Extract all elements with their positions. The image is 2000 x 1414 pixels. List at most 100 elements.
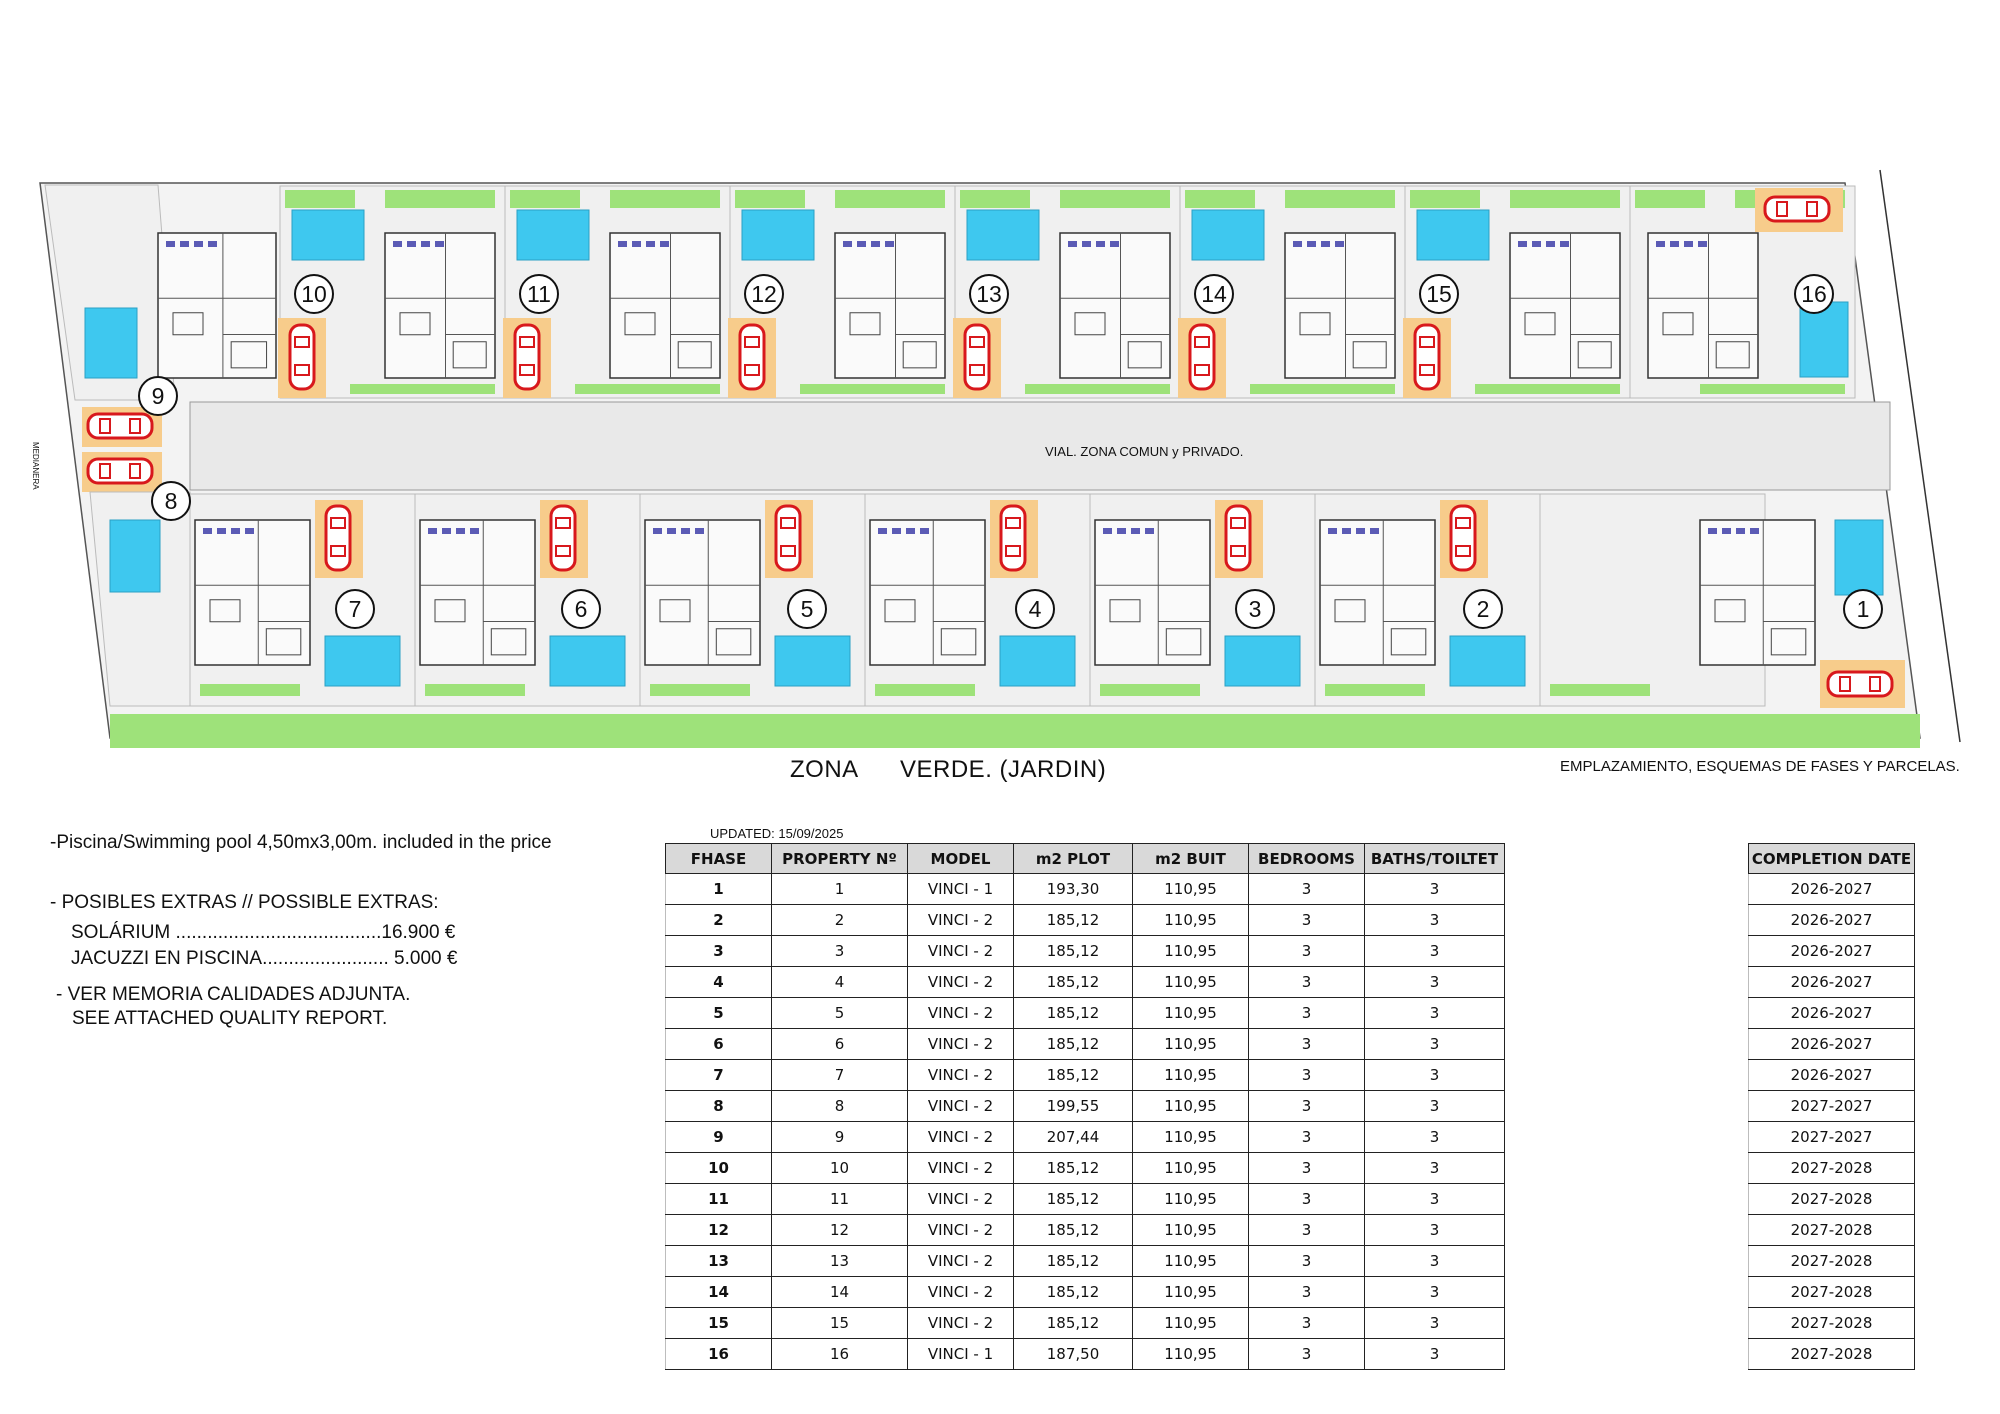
cell-model: VINCI - 2 bbox=[907, 935, 1014, 967]
column-header: BEDROOMS bbox=[1248, 843, 1365, 874]
cell-plot: 185,12 bbox=[1013, 1183, 1133, 1215]
cell-model: VINCI - 2 bbox=[907, 904, 1014, 936]
cell-completion-date: 2027-2028 bbox=[1748, 1338, 1915, 1370]
pool bbox=[999, 635, 1076, 687]
house-floorplan bbox=[194, 519, 311, 666]
car-icon bbox=[324, 504, 352, 572]
cell-built: 110,95 bbox=[1132, 966, 1249, 998]
table-row: 2027-2028 bbox=[1748, 1307, 1915, 1339]
garden-strip bbox=[835, 190, 945, 208]
cell-model: VINCI - 2 bbox=[907, 1214, 1014, 1246]
plot-number: 14 bbox=[1194, 274, 1234, 314]
cell-bedrooms: 3 bbox=[1248, 873, 1365, 905]
house-floorplan bbox=[157, 232, 277, 379]
column-header: BATHS/TOILTET bbox=[1364, 843, 1505, 874]
pool bbox=[1224, 635, 1301, 687]
cell-plot: 185,12 bbox=[1013, 1152, 1133, 1184]
plot-number: 7 bbox=[335, 589, 375, 629]
quality-note: - VER MEMORIA CALIDADES ADJUNTA. bbox=[56, 984, 411, 1005]
cell-completion-date: 2026-2027 bbox=[1748, 935, 1915, 967]
cell-phase: 7 bbox=[665, 1059, 772, 1091]
cell-completion-date: 2026-2027 bbox=[1748, 1028, 1915, 1060]
plot-number: 8 bbox=[151, 481, 191, 521]
table-row: 2027-2028 bbox=[1748, 1152, 1915, 1184]
road-label: VIAL. ZONA COMUN y PRIVADO. bbox=[1045, 444, 1244, 459]
table-row: 2027-2028 bbox=[1748, 1183, 1915, 1215]
plot-number: 2 bbox=[1463, 589, 1503, 629]
updated-date: UPDATED: 15/09/2025 bbox=[710, 826, 844, 841]
cell-property: 15 bbox=[771, 1307, 908, 1339]
cell-plot: 187,50 bbox=[1013, 1338, 1133, 1370]
plot-number: 11 bbox=[519, 274, 559, 314]
green-zone-label-rest: VERDE. (JARDIN) bbox=[900, 756, 1107, 783]
cell-completion-date: 2026-2027 bbox=[1748, 966, 1915, 998]
plot-number: 4 bbox=[1015, 589, 1055, 629]
cell-plot: 185,12 bbox=[1013, 904, 1133, 936]
garden-strip bbox=[1250, 384, 1395, 394]
cell-property: 14 bbox=[771, 1276, 908, 1308]
cell-bedrooms: 3 bbox=[1248, 1059, 1365, 1091]
house-floorplan bbox=[609, 232, 721, 379]
cell-property: 1 bbox=[771, 873, 908, 905]
cell-phase: 6 bbox=[665, 1028, 772, 1060]
cell-plot: 185,12 bbox=[1013, 1276, 1133, 1308]
pool bbox=[1191, 209, 1265, 261]
plot-number: 13 bbox=[969, 274, 1009, 314]
house-floorplan bbox=[1319, 519, 1436, 666]
cell-model: VINCI - 1 bbox=[907, 873, 1014, 905]
table-row: 2027-2028 bbox=[1748, 1276, 1915, 1308]
house-floorplan bbox=[1509, 232, 1621, 379]
house-floorplan bbox=[1059, 232, 1171, 379]
plot-number: 5 bbox=[787, 589, 827, 629]
column-header: MODEL bbox=[907, 843, 1014, 874]
table-row: 2027-2027 bbox=[1748, 1090, 1915, 1122]
cell-baths: 3 bbox=[1364, 997, 1505, 1029]
garden-strip bbox=[1025, 384, 1170, 394]
cell-model: VINCI - 2 bbox=[907, 1183, 1014, 1215]
car-icon bbox=[1224, 504, 1252, 572]
garden-strip bbox=[425, 684, 525, 696]
cell-completion-date: 2027-2028 bbox=[1748, 1214, 1915, 1246]
completion-date-header: COMPLETION DATE bbox=[1748, 843, 1915, 874]
garden-strip bbox=[1635, 190, 1705, 208]
garden-strip bbox=[1185, 190, 1255, 208]
house-floorplan bbox=[1699, 519, 1816, 666]
cell-property: 8 bbox=[771, 1090, 908, 1122]
cell-completion-date: 2027-2028 bbox=[1748, 1307, 1915, 1339]
column-header: m2 PLOT bbox=[1013, 843, 1133, 874]
column-header: PROPERTY Nº bbox=[771, 843, 908, 874]
pool bbox=[109, 519, 161, 593]
garden-strip bbox=[1410, 190, 1480, 208]
cell-completion-date: 2027-2028 bbox=[1748, 1276, 1915, 1308]
cell-bedrooms: 3 bbox=[1248, 1152, 1365, 1184]
cell-plot: 185,12 bbox=[1013, 966, 1133, 998]
cell-baths: 3 bbox=[1364, 1338, 1505, 1370]
garden-strip bbox=[285, 190, 355, 208]
cell-plot: 193,30 bbox=[1013, 873, 1133, 905]
cell-plot: 185,12 bbox=[1013, 1307, 1133, 1339]
garden-strip bbox=[350, 384, 495, 394]
garden-strip bbox=[575, 384, 720, 394]
pool bbox=[291, 209, 365, 261]
cell-plot: 185,12 bbox=[1013, 997, 1133, 1029]
cell-baths: 3 bbox=[1364, 966, 1505, 998]
cell-baths: 3 bbox=[1364, 1028, 1505, 1060]
cell-bedrooms: 3 bbox=[1248, 1276, 1365, 1308]
cell-baths: 3 bbox=[1364, 1121, 1505, 1153]
cell-model: VINCI - 1 bbox=[907, 1338, 1014, 1370]
plot-number: 16 bbox=[1794, 274, 1834, 314]
house-floorplan bbox=[1094, 519, 1211, 666]
cell-baths: 3 bbox=[1364, 1214, 1505, 1246]
garden-strip bbox=[1325, 684, 1425, 696]
cell-phase: 15 bbox=[665, 1307, 772, 1339]
garden-strip bbox=[1285, 190, 1395, 208]
table-row: 2026-2027 bbox=[1748, 873, 1915, 905]
pool bbox=[1416, 209, 1490, 261]
cell-baths: 3 bbox=[1364, 873, 1505, 905]
